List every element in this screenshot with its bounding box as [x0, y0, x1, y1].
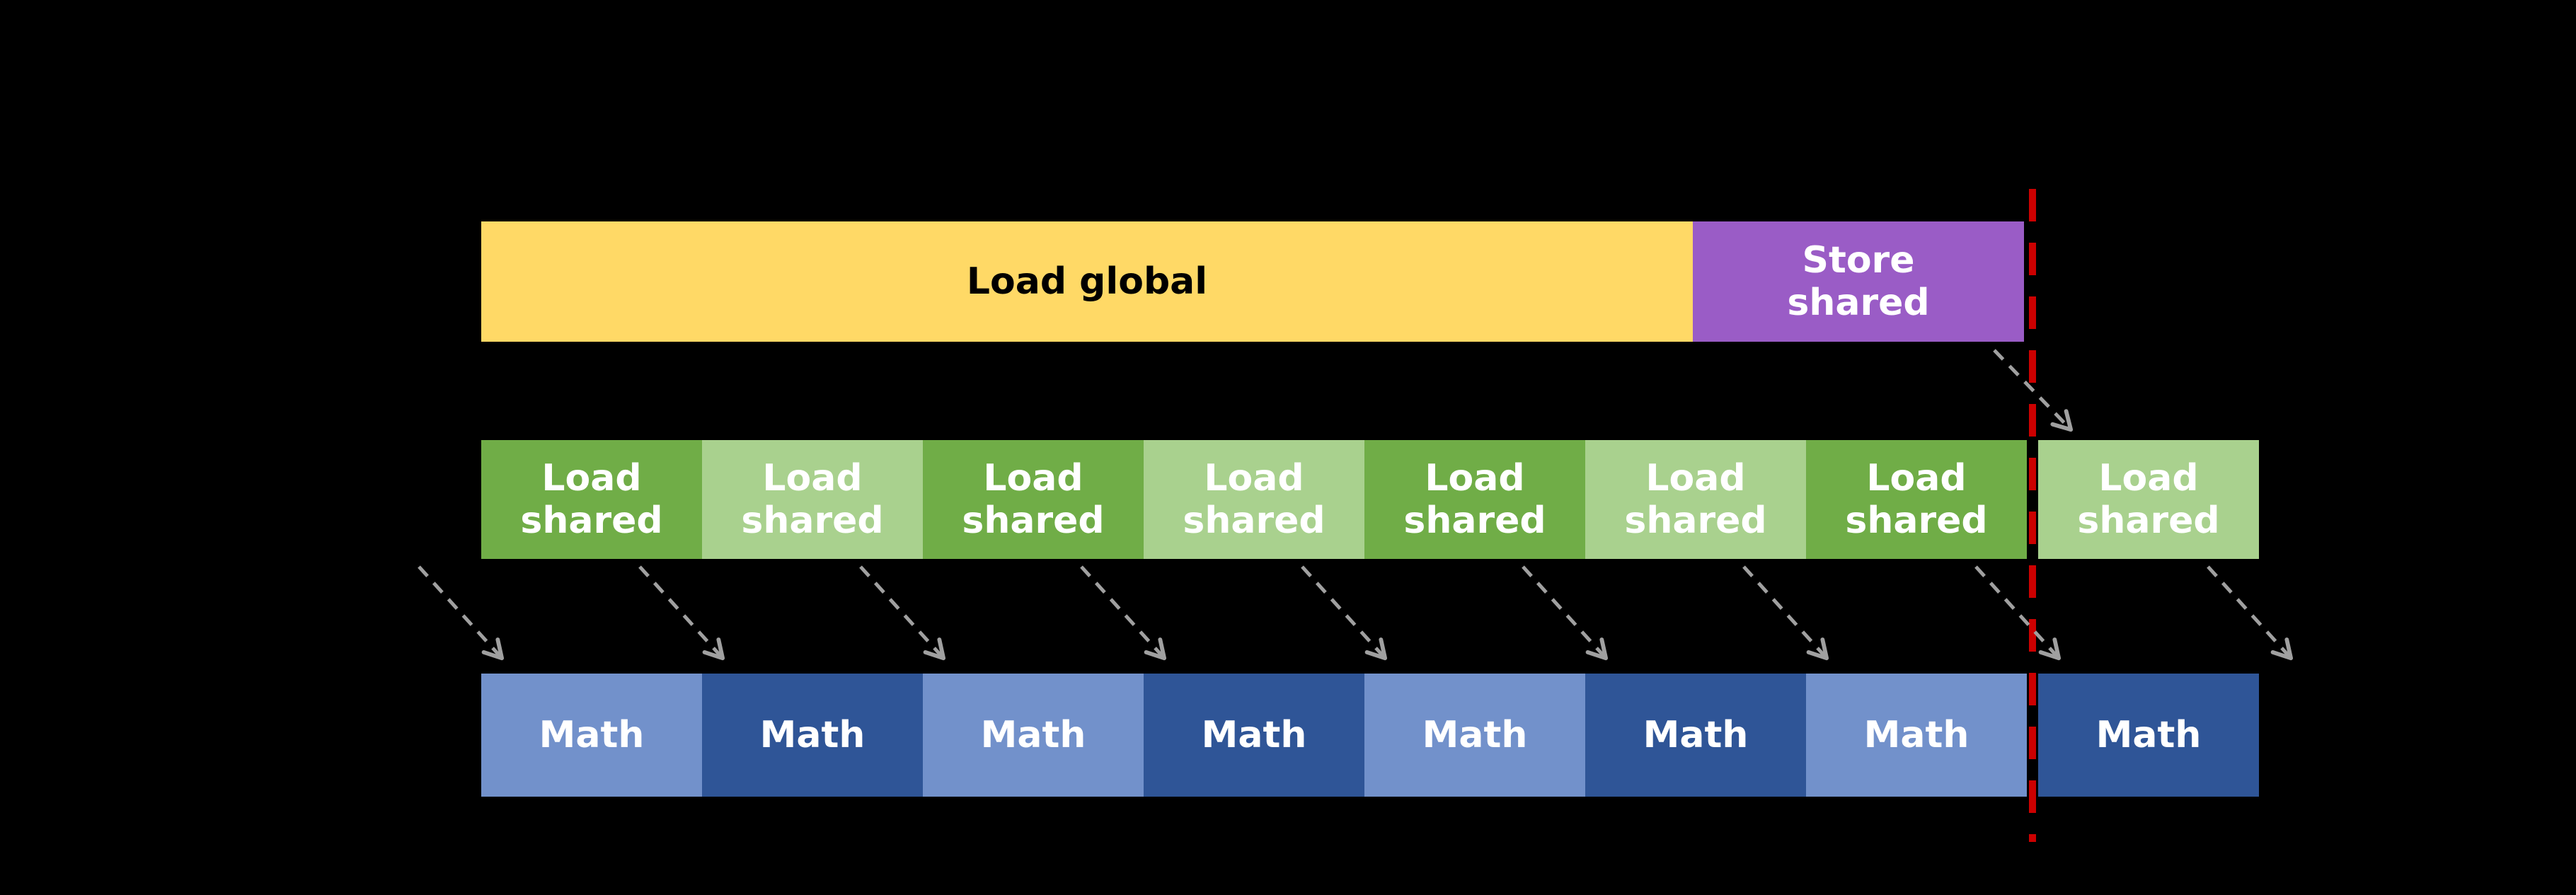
dependency-arrow	[638, 565, 725, 661]
load-shared-box: Load shared	[1364, 440, 1585, 559]
load-shared-box: Load shared	[923, 440, 1144, 559]
load-shared-box: Load shared	[702, 440, 923, 559]
dependency-arrow	[1974, 565, 2062, 661]
dependency-arrow	[418, 565, 505, 661]
math-box: Math	[702, 674, 923, 797]
dependency-arrow	[1080, 565, 1167, 661]
math-box: Math	[1144, 674, 1364, 797]
load-shared-box: Load shared	[1144, 440, 1364, 559]
dependency-arrow	[859, 565, 946, 661]
load-global-box: Load global	[481, 221, 1693, 342]
math-box: Math	[1364, 674, 1585, 797]
load-shared-box: Load shared	[1806, 440, 2027, 559]
math-box: Math	[481, 674, 702, 797]
dependency-arrow	[1522, 565, 1609, 661]
dependency-arrow	[2207, 565, 2294, 661]
math-box: Math	[1585, 674, 1806, 797]
dependency-arrow	[1742, 565, 1829, 661]
dependency-arrows-group	[418, 349, 2294, 661]
load-shared-box: Load shared	[2038, 440, 2259, 559]
store-shared-box: Store shared	[1693, 221, 2024, 342]
dependency-arrow	[1301, 565, 1388, 661]
math-box: Math	[1806, 674, 2027, 797]
math-box: Math	[923, 674, 1144, 797]
load-shared-box: Load shared	[481, 440, 702, 559]
math-box: Math	[2038, 674, 2259, 797]
store-to-load-arrow	[1993, 349, 2074, 432]
load-shared-box: Load shared	[1585, 440, 1806, 559]
